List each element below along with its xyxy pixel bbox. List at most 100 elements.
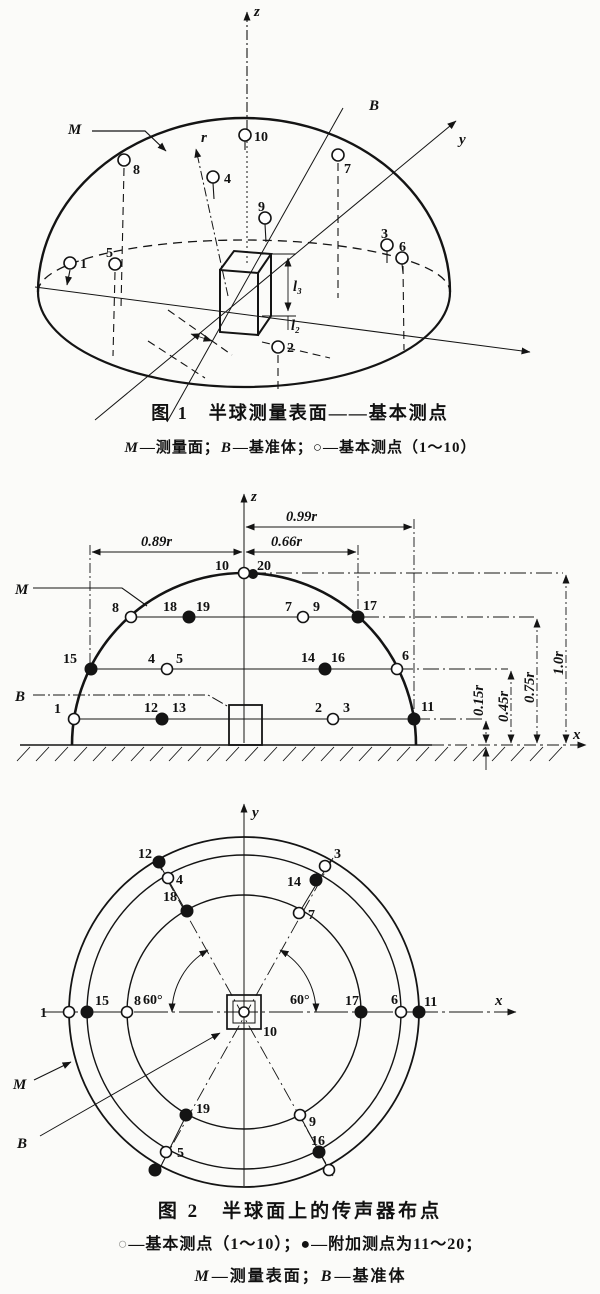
- figure-label: B: [16, 1136, 27, 1152]
- figure-label: 14: [287, 875, 301, 890]
- basic-point-marker: [120, 1005, 134, 1019]
- figure-label: 9: [258, 200, 265, 215]
- basic-point-marker: [394, 1005, 408, 1019]
- caption-segment: —测量面；: [139, 440, 220, 456]
- figure-label: 4: [148, 652, 155, 667]
- figure-label: 0.99r: [286, 509, 317, 525]
- figure-label: 6: [402, 649, 409, 664]
- figure-label: 11: [421, 700, 434, 715]
- figure-label: 9: [309, 1115, 316, 1130]
- figure-label: 9: [313, 600, 320, 615]
- figure-label: 12: [138, 847, 152, 862]
- basic-point-marker: [271, 340, 285, 354]
- caption-segment: ●: [300, 1236, 312, 1253]
- figure-label: z: [250, 489, 257, 505]
- figure-label: 1.0r: [551, 651, 567, 675]
- basic-point-marker: [326, 712, 340, 726]
- figure-label: 17: [363, 599, 377, 614]
- caption-segment: M: [124, 440, 139, 456]
- basic-point-marker: [238, 128, 252, 142]
- caption-segment: —附加测点为11～20；: [311, 1236, 483, 1253]
- figure-label: 3: [381, 227, 388, 242]
- figure-label: 60°: [143, 993, 163, 1008]
- figure-label: x: [572, 727, 581, 743]
- basic-point-marker: [63, 256, 77, 270]
- basic-point-marker: [296, 610, 310, 624]
- figure-label: 2: [287, 341, 294, 356]
- basic-point-marker: [238, 1006, 250, 1018]
- caption-segment: 图 1 半球测量表面——基本测点: [151, 403, 449, 423]
- caption-segment: —基本测点（1～10）；: [128, 1236, 301, 1253]
- figure-label: 1: [54, 702, 61, 717]
- basic-point-marker: [161, 871, 175, 885]
- basic-point-marker: [331, 148, 345, 162]
- additional-point-marker: [412, 1005, 426, 1019]
- figure-2-legend-line1: ○—基本测点（1～10）；●—附加测点为11～20；: [0, 1230, 600, 1254]
- figure-label: 4: [176, 873, 183, 888]
- figure-label: 0.66r: [271, 534, 302, 550]
- figure-label: 7: [308, 908, 315, 923]
- figure-label: l₃: [293, 279, 302, 295]
- basic-point-marker: [395, 251, 409, 265]
- basic-point-marker: [237, 566, 251, 580]
- additional-point-marker: [180, 904, 194, 918]
- figure-label: 14: [301, 651, 315, 666]
- figure-label: 8: [134, 994, 141, 1009]
- figure-label: z: [253, 4, 260, 20]
- caption-segment: —基准体: [334, 1268, 407, 1285]
- basic-point-marker: [159, 1145, 173, 1159]
- basic-point-marker: [124, 610, 138, 624]
- figure-label: y: [250, 805, 259, 821]
- figure-label: 0.15r: [471, 685, 487, 716]
- figure-label: M: [67, 122, 82, 138]
- basic-point-marker: [67, 712, 81, 726]
- figure-label: l₂: [291, 318, 300, 334]
- figure-label: 1: [80, 257, 87, 272]
- figure-label: 16: [311, 1134, 325, 1149]
- figure-label: 8: [133, 163, 140, 178]
- basic-point-marker: [390, 662, 404, 676]
- additional-point-marker: [152, 855, 166, 869]
- figure-label: B: [368, 98, 379, 114]
- basic-point-marker: [258, 211, 272, 225]
- figure-2-title: 图 2 半球面上的传声器布点: [0, 1196, 600, 1223]
- basic-point-marker: [160, 662, 174, 676]
- figure-label: B: [14, 689, 25, 705]
- figure-label: 18: [163, 890, 177, 905]
- additional-point-marker: [182, 610, 196, 624]
- figure-label: 5: [177, 1146, 184, 1161]
- additional-point-marker: [407, 712, 421, 726]
- caption-segment: —基本测点（1～10）: [322, 440, 477, 456]
- basic-point-marker: [62, 1005, 76, 1019]
- basic-point-marker: [108, 257, 122, 271]
- additional-point-marker: [309, 873, 323, 887]
- basic-point-marker: [117, 153, 131, 167]
- figure-label: 10: [254, 130, 268, 145]
- additional-point-marker: [179, 1108, 193, 1122]
- caption-segment: ○: [117, 1236, 129, 1253]
- figure-label: 10: [215, 559, 229, 574]
- figure-label: 1: [40, 1006, 47, 1021]
- additional-point-marker: [84, 662, 98, 676]
- basic-point-marker: [318, 859, 332, 873]
- figure-label: 7: [344, 162, 351, 177]
- figure-label: 13: [172, 701, 186, 716]
- figure-label: y: [457, 132, 466, 148]
- additional-point-marker: [155, 712, 169, 726]
- figure-label: 2: [315, 701, 322, 716]
- figure-label: 6: [399, 240, 406, 255]
- figure-label: 0.45r: [496, 691, 512, 722]
- figure-label: 19: [196, 1102, 210, 1117]
- figure-label: 12: [144, 701, 158, 716]
- figure-label: 4: [224, 172, 231, 187]
- figure-label: 17: [345, 994, 359, 1009]
- figure-label: 10: [263, 1025, 277, 1040]
- figure-label: 16: [331, 651, 345, 666]
- figure-label: r: [201, 130, 207, 146]
- additional-point-marker: [318, 662, 332, 676]
- basic-point-marker: [292, 906, 306, 920]
- figure-label: x: [494, 993, 503, 1009]
